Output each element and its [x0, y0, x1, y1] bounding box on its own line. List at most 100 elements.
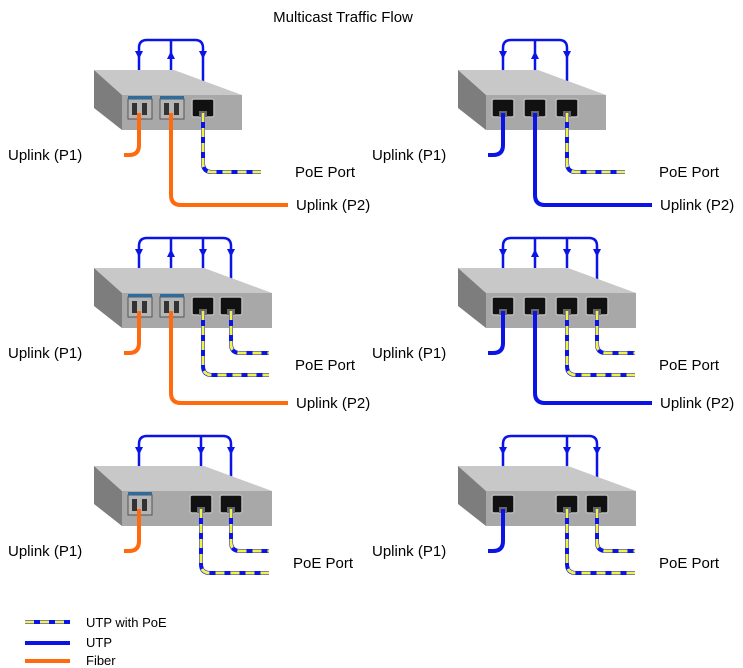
flow-arrow-icon: [499, 249, 507, 257]
switch-panel: Uplink (P1) PoE Port: [372, 434, 720, 575]
switch-side: [94, 70, 122, 130]
uplink-p1-label: Uplink (P1): [372, 147, 446, 164]
sfp-slot: [142, 103, 147, 115]
sfp-slot: [164, 103, 169, 115]
flow-arrow-icon: [531, 51, 539, 59]
sfp-slot: [142, 301, 147, 313]
fiber-cable: [169, 113, 288, 207]
flow-arrow-icon: [227, 447, 235, 455]
uplink-p1-label: Uplink (P1): [8, 345, 82, 362]
switch-panel: Uplink (P1) Uplink (P2) PoE Port: [8, 38, 370, 214]
utp-cable: [533, 311, 652, 405]
poe-cable-dash: [565, 311, 635, 377]
sfp-slot: [132, 301, 137, 313]
uplink-p2-label: Uplink (P2): [296, 395, 370, 412]
poe-port-label: PoE Port: [659, 164, 720, 181]
flow-arrow-icon: [531, 249, 539, 257]
flow-arrow-icon: [199, 51, 207, 59]
flow-loop: [137, 236, 233, 297]
sfp-cage-top: [128, 96, 152, 99]
utp-cable: [488, 509, 505, 553]
switch-side: [458, 466, 486, 526]
flow-arrow-icon: [563, 447, 571, 455]
utp-cable: [488, 311, 505, 355]
fiber-cable: [124, 509, 141, 553]
switch-side: [94, 466, 122, 526]
uplink-p2-label: Uplink (P2): [660, 197, 734, 214]
sfp-slot: [174, 103, 179, 115]
switch-panel: Uplink (P1) PoE Port: [8, 434, 354, 575]
legend: UTP with PoE UTP Fiber: [25, 615, 167, 668]
poe-cable-dash: [199, 509, 269, 575]
flow-arrow-icon: [593, 249, 601, 257]
legend-label: UTP: [86, 635, 112, 650]
poe-cable-dash: [229, 311, 269, 355]
flow-loop: [501, 236, 599, 297]
switch-panel: Uplink (P1) Uplink (P2) PoE Port: [372, 38, 734, 214]
sfp-cage-top: [128, 294, 152, 297]
flow-loop: [501, 434, 599, 495]
poe-cable-dash: [595, 509, 635, 553]
legend-label: Fiber: [86, 653, 116, 668]
uplink-p1-label: Uplink (P1): [372, 543, 446, 560]
poe-cable-dash: [565, 113, 625, 174]
utp-cable: [533, 113, 652, 207]
flow-arrow-icon: [135, 51, 143, 59]
sfp-slot: [132, 499, 137, 511]
poe-port-label: PoE Port: [659, 357, 720, 374]
fiber-cable: [124, 311, 141, 355]
switch-chassis-icon: [94, 70, 242, 95]
poe-port-label: PoE Port: [659, 555, 720, 572]
poe-port-label: PoE Port: [293, 555, 354, 572]
uplink-p1-label: Uplink (P1): [8, 147, 82, 164]
flow-arrow-icon: [197, 447, 205, 455]
uplink-p2-label: Uplink (P2): [660, 395, 734, 412]
utp-cable: [488, 113, 505, 157]
sfp-cage-top: [128, 492, 152, 495]
flow-arrow-icon: [135, 249, 143, 257]
flow-arrow-icon: [593, 447, 601, 455]
poe-cable-dash: [201, 113, 261, 174]
poe-cable-dash: [565, 509, 635, 575]
switch-panel: Uplink (P1) Uplink (P2) PoE Port: [372, 236, 734, 412]
uplink-p1-label: Uplink (P1): [8, 543, 82, 560]
sfp-slot: [164, 301, 169, 313]
flow-arrow-icon: [135, 447, 143, 455]
flow-arrow-icon: [499, 447, 507, 455]
fiber-cable: [169, 311, 288, 405]
flow-arrow-icon: [563, 249, 571, 257]
sfp-slot: [174, 301, 179, 313]
switch-chassis-icon: [458, 268, 636, 293]
flow-arrow-icon: [563, 51, 571, 59]
fiber-cable: [124, 113, 141, 157]
uplink-p2-label: Uplink (P2): [296, 197, 370, 214]
flow-loop: [137, 434, 233, 495]
poe-cable-dash: [595, 311, 635, 355]
flow-arrow-icon: [227, 249, 235, 257]
poe-port-label: PoE Port: [295, 357, 356, 374]
flow-arrow-icon: [199, 249, 207, 257]
switch-side: [458, 268, 486, 328]
switch-chassis-icon: [458, 70, 606, 95]
sfp-cage-top: [160, 294, 184, 297]
switch-panel: Uplink (P1) Uplink (P2) PoE Port: [8, 236, 370, 412]
sfp-slot: [132, 103, 137, 115]
diagram-title: Multicast Traffic Flow: [273, 9, 413, 26]
switch-side: [94, 268, 122, 328]
uplink-p1-label: Uplink (P1): [372, 345, 446, 362]
sfp-slot: [142, 499, 147, 511]
flow-arrow-icon: [499, 51, 507, 59]
switch-chassis-icon: [458, 466, 636, 491]
sfp-cage-top: [160, 96, 184, 99]
legend-label: UTP with PoE: [86, 615, 167, 630]
flow-arrow-icon: [167, 51, 175, 59]
poe-port-label: PoE Port: [295, 164, 356, 181]
switch-chassis-icon: [94, 466, 272, 491]
poe-cable-dash: [229, 509, 269, 553]
switch-chassis-icon: [94, 268, 272, 293]
switch-side: [458, 70, 486, 130]
poe-cable-dash: [201, 311, 269, 377]
flow-arrow-icon: [167, 249, 175, 257]
